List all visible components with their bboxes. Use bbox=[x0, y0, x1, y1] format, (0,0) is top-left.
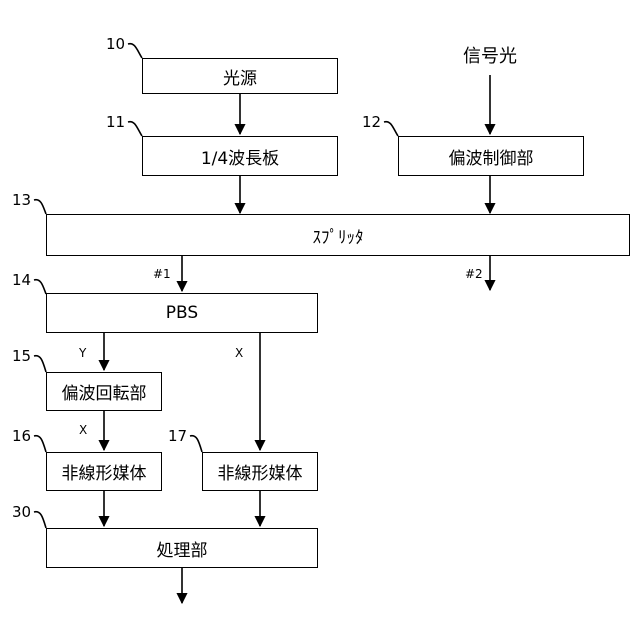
processor-label: 処理部 bbox=[157, 536, 208, 561]
leader-16 bbox=[34, 436, 46, 452]
light-source-label: 光源 bbox=[223, 64, 257, 89]
ref-number-16: 16 bbox=[12, 429, 31, 444]
processor-block: 処理部 bbox=[46, 528, 318, 568]
light-source-block: 光源 bbox=[142, 58, 338, 94]
leader-13 bbox=[34, 200, 46, 214]
ref-number-14: 14 bbox=[12, 273, 31, 288]
pbs-x-port-label: X bbox=[235, 347, 243, 359]
rotator-x-port-label: X bbox=[79, 424, 87, 436]
splitter-label: ｽﾌﾟﾘｯﾀ bbox=[313, 223, 364, 248]
nonlinear-medium-a-label: 非線形媒体 bbox=[62, 459, 147, 484]
nonlinear-medium-b-label: 非線形媒体 bbox=[218, 459, 303, 484]
splitter-port-1-label: #1 bbox=[153, 268, 171, 280]
quarter-wave-plate-label: 1/4波長板 bbox=[201, 144, 279, 169]
polarization-rotator-label: 偏波回転部 bbox=[62, 379, 147, 404]
pbs-label: PBS bbox=[166, 303, 198, 323]
leader-14 bbox=[34, 280, 46, 294]
ref-number-17: 17 bbox=[168, 429, 187, 444]
polarization-rotator-block: 偏波回転部 bbox=[46, 372, 162, 411]
splitter-port-2-label: #2 bbox=[465, 268, 483, 280]
nonlinear-medium-b-block: 非線形媒体 bbox=[202, 452, 318, 491]
ref-number-10: 10 bbox=[106, 37, 125, 52]
ref-number-15: 15 bbox=[12, 349, 31, 364]
quarter-wave-plate-block: 1/4波長板 bbox=[142, 136, 338, 176]
signal-light-label: 信号光 bbox=[463, 48, 517, 66]
leader-17 bbox=[190, 436, 202, 452]
leader-30 bbox=[34, 512, 46, 528]
leader-11 bbox=[128, 122, 142, 136]
nonlinear-medium-a-block: 非線形媒体 bbox=[46, 452, 162, 491]
leader-12 bbox=[384, 122, 398, 136]
ref-number-30: 30 bbox=[12, 505, 31, 520]
pbs-block: PBS bbox=[46, 293, 318, 333]
ref-number-12: 12 bbox=[362, 115, 381, 130]
leader-10 bbox=[128, 44, 142, 58]
splitter-block: ｽﾌﾟﾘｯﾀ bbox=[46, 214, 630, 256]
ref-number-11: 11 bbox=[106, 115, 125, 130]
polarization-controller-label: 偏波制御部 bbox=[449, 144, 534, 169]
polarization-controller-block: 偏波制御部 bbox=[398, 136, 584, 176]
pbs-y-port-label: Y bbox=[79, 347, 86, 359]
leader-15 bbox=[34, 356, 46, 372]
ref-number-13: 13 bbox=[12, 193, 31, 208]
